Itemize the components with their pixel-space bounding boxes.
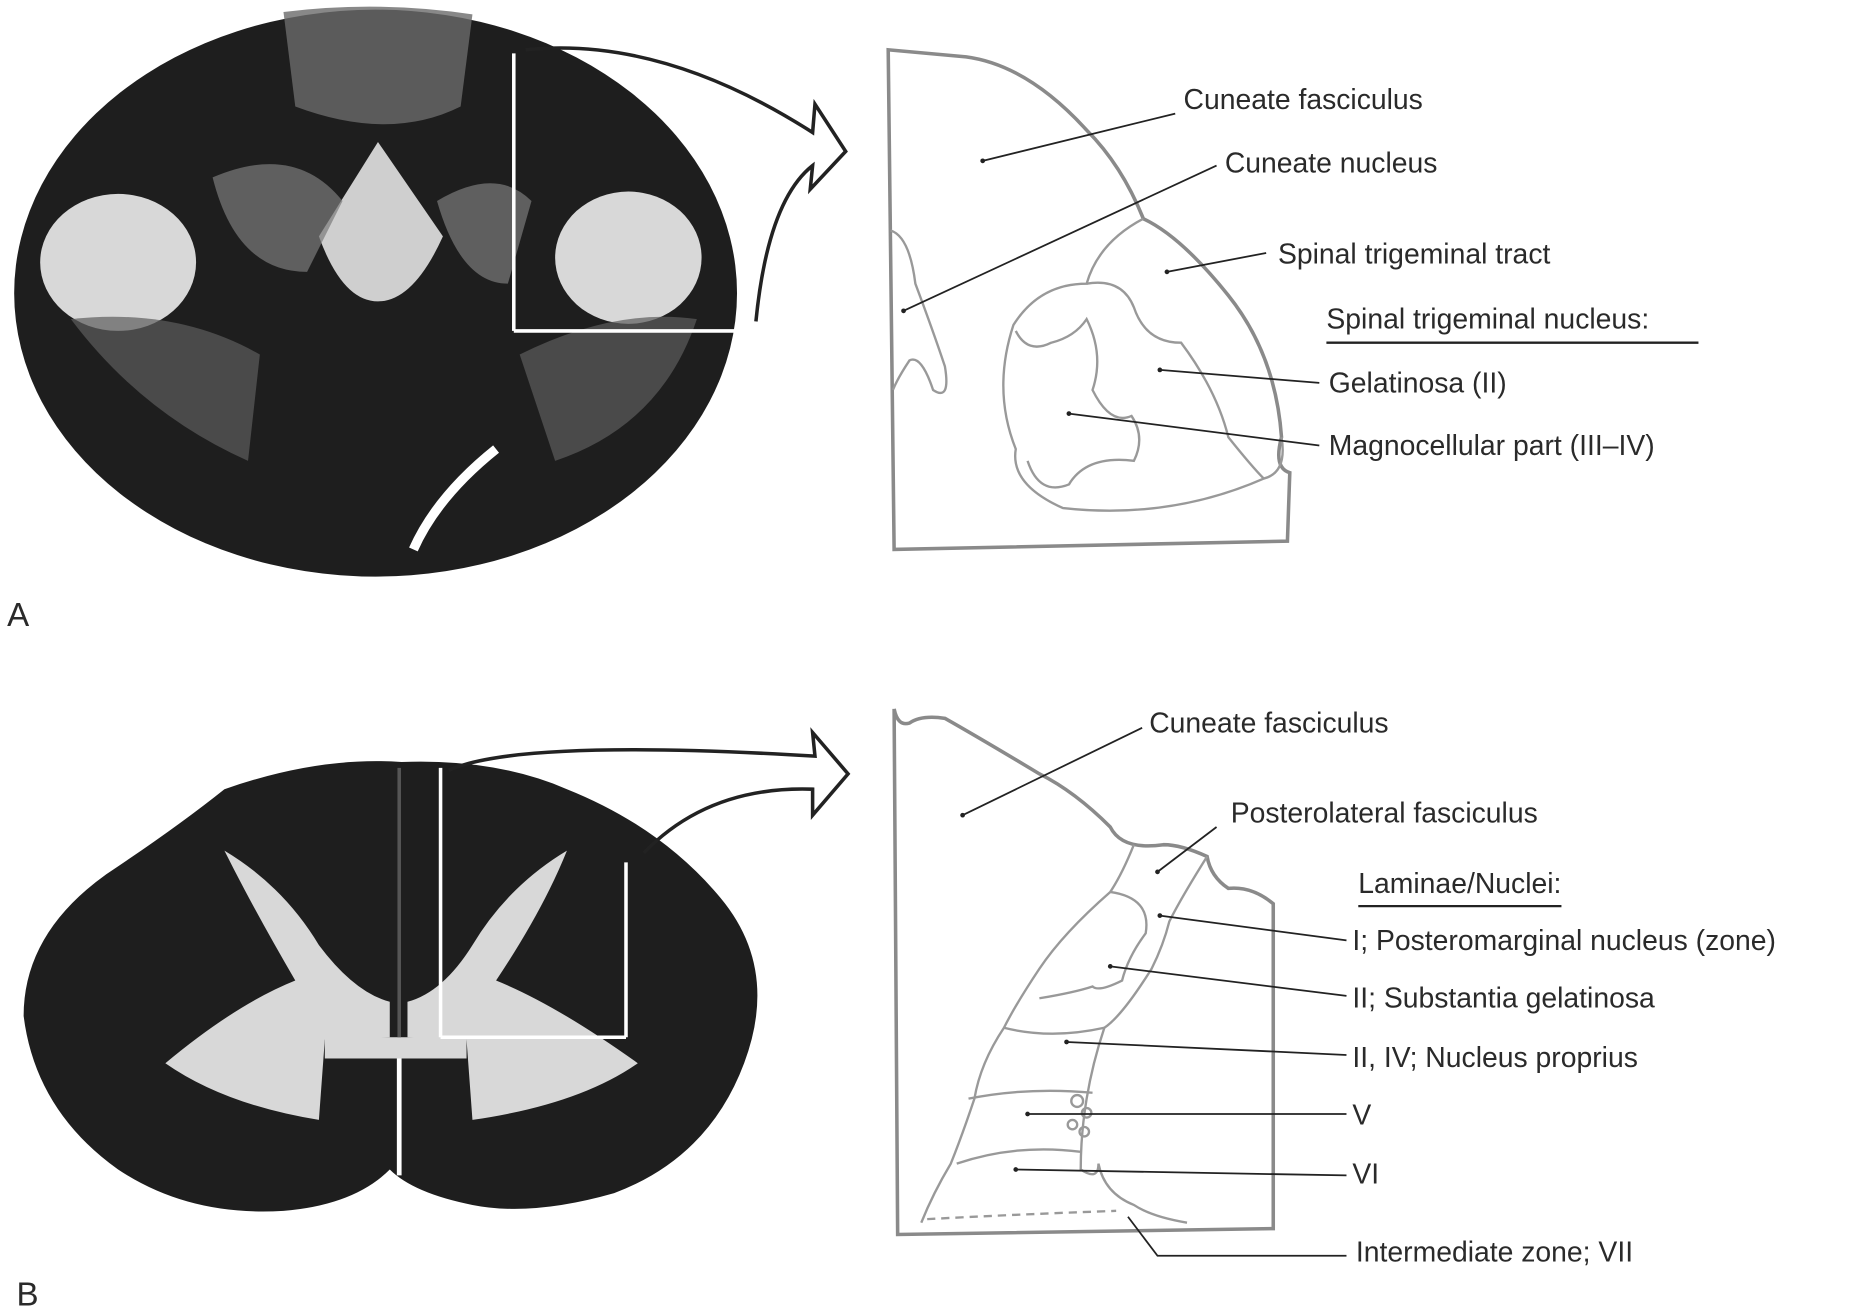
label-lamina-vii: Intermediate zone; VII [1356, 1237, 1633, 1269]
label-spinal-trigeminal-tract: Spinal trigeminal tract [1278, 239, 1551, 271]
label-gelatinosa: Gelatinosa (II) [1329, 367, 1507, 399]
panel-b-letter: B [17, 1276, 39, 1313]
panel-a-micrograph [14, 6, 739, 577]
label-cuneate-fasciculus-a: Cuneate fasciculus [1183, 84, 1422, 116]
panel-b: Cuneate fasciculus Posterolateral fascic… [17, 708, 1776, 1314]
label-lamina-iii-iv: II, IV; Nucleus proprius [1352, 1042, 1638, 1074]
label-lamina-i: I; Posteromarginal nucleus (zone) [1352, 925, 1776, 957]
label-cuneate-fasciculus-b: Cuneate fasciculus [1149, 708, 1388, 740]
heading-laminae-nuclei: Laminae/Nuclei: [1358, 868, 1561, 900]
panel-a: Cuneate fasciculus Cuneate nucleus Spina… [7, 6, 1699, 634]
panel-b-micrograph [23, 761, 758, 1212]
label-lamina-vi: VI [1352, 1159, 1379, 1191]
heading-spinal-trigeminal-nucleus: Spinal trigeminal nucleus: [1326, 304, 1649, 336]
panel-a-arrow [525, 46, 848, 322]
panel-a-schematic [886, 47, 1292, 552]
label-lamina-v: V [1352, 1100, 1371, 1132]
panel-a-letter: A [7, 597, 29, 634]
panel-b-schematic [892, 708, 1276, 1237]
label-lamina-ii: II; Substantia gelatinosa [1352, 983, 1655, 1015]
label-magnocellular: Magnocellular part (III–IV) [1329, 430, 1655, 462]
panel-b-arrow [448, 727, 851, 855]
label-cuneate-nucleus: Cuneate nucleus [1225, 148, 1438, 180]
label-posterolateral-fasciculus: Posterolateral fasciculus [1231, 797, 1538, 829]
